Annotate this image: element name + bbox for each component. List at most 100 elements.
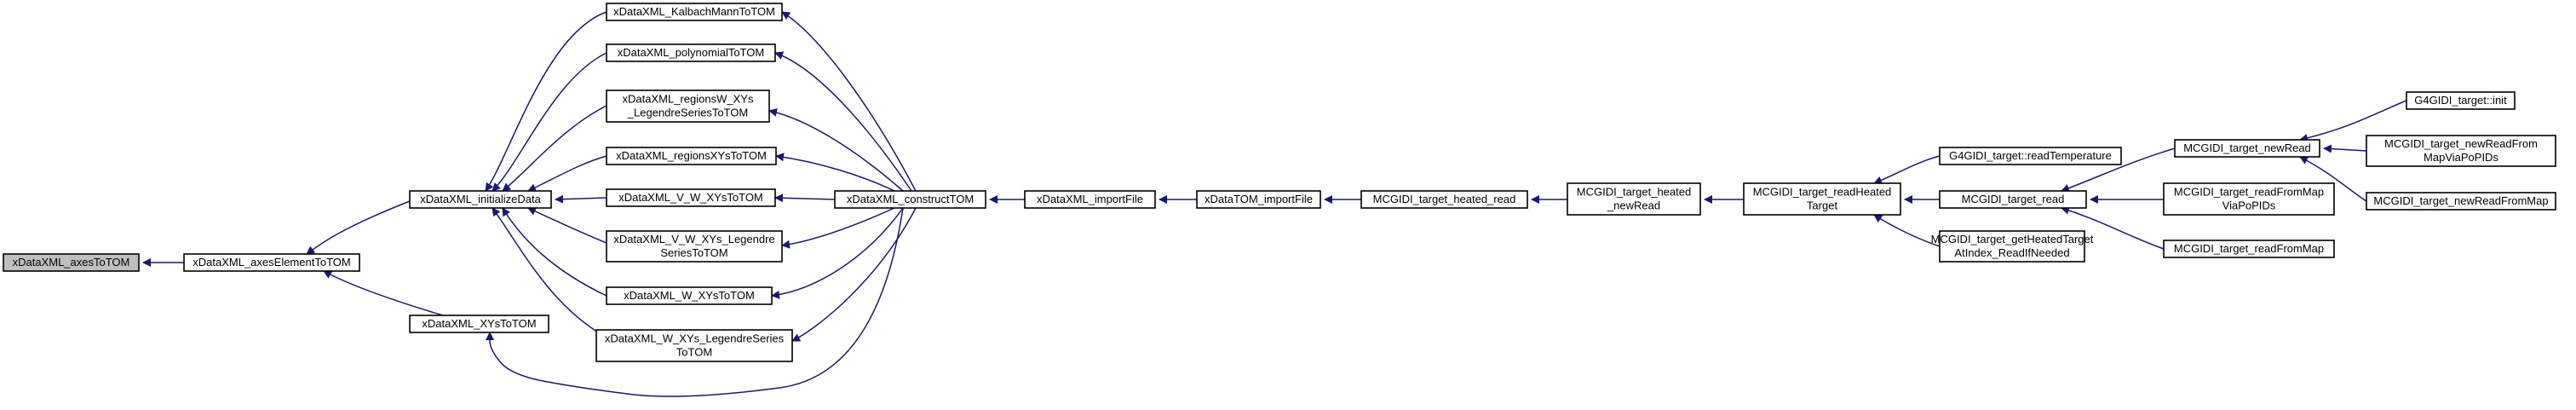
node-g4gidi-target-init[interactable]: G4GIDI_target::init: [2406, 91, 2516, 110]
edge-n18-to-n17: [1873, 155, 1941, 185]
node-box: [606, 188, 776, 207]
node-label: xDataXML_XYsToTOM: [422, 317, 536, 330]
node-xdataxml-xystotom[interactable]: xDataXML_XYsToTOM: [409, 315, 549, 333]
node-xdataxml-axestotom[interactable]: xDataXML_axesToTOM: [3, 253, 140, 272]
node-box: [183, 253, 360, 272]
node-xdataxml-kalbachmanntotom[interactable]: xDataXML_KalbachMannToTOM: [606, 3, 783, 21]
node-xdataxml-w-xystotom[interactable]: xDataXML_W_XYsToTOM: [606, 286, 773, 305]
node-label: _LegendreSeriesToTOM: [627, 107, 748, 119]
node-xdataxml-v-w-xystotom[interactable]: xDataXML_V_W_XYsToTOM: [606, 188, 776, 207]
node-label: MCGIDI_target_read: [1962, 193, 2065, 205]
node-box: [1567, 182, 1701, 216]
node-box: [2163, 240, 2335, 258]
node-box: [1939, 230, 2085, 263]
node-label: xDataXML_KalbachMannToTOM: [613, 5, 775, 18]
node-label: G4GIDI_target::readTemperature: [1949, 149, 2112, 162]
edge-n3-to-n1: [323, 270, 444, 316]
edge-n6-to-n2: [502, 105, 607, 192]
node-label: xDataTOM_importFile: [1205, 193, 1313, 205]
node-box: [2366, 135, 2556, 167]
node-label: xDataXML_V_W_XYsToTOM: [618, 191, 763, 204]
node-mcgidi-target-heated-read[interactable]: MCGIDI_target_heated_read: [1360, 190, 1528, 209]
edge-n8-to-n2: [555, 194, 607, 204]
node-xdataxml-w-xys-legendreseriestotom[interactable]: xDataXML_W_XYs_LegendreSeriesToTOM: [595, 329, 793, 362]
node-label: xDataXML_W_XYs_LegendreSeries: [605, 332, 785, 345]
node-label: SeriesToTOM: [660, 246, 727, 259]
node-box: [1360, 190, 1528, 209]
edge-n9-to-n2: [527, 207, 607, 244]
node-label: MCGIDI_target_getHeatedTarget: [1931, 233, 2094, 245]
node-box: [606, 90, 770, 123]
node-box: [606, 286, 773, 305]
edge-n12-to-n5: [774, 51, 912, 192]
edge-n12-to-n10: [771, 207, 904, 299]
node-label: xDataXML_V_W_XYs_Legendre: [613, 233, 774, 245]
node-box: [606, 147, 777, 165]
node-xdataxml-constructtom[interactable]: xDataXML_constructTOM: [834, 190, 986, 209]
node-label: xDataXML_initializeData: [420, 193, 541, 205]
node-xdataxml-regionsxystotom[interactable]: xDataXML_regionsXYsToTOM: [606, 147, 777, 165]
node-g4gidi-target-readtemperature[interactable]: G4GIDI_target::readTemperature: [1939, 147, 2122, 165]
node-label: AtIndex_ReadIfNeeded: [1954, 246, 2069, 259]
node-xdataxml-v-w-xys-legendreseriestotom[interactable]: xDataXML_V_W_XYs_LegendreSeriesToTOM: [606, 230, 783, 263]
edge-n5-to-n2: [492, 52, 607, 192]
node-box: [409, 315, 549, 333]
node-label: xDataXML_regionsW_XYs: [623, 93, 754, 106]
node-xdatatom-importfile[interactable]: xDataTOM_importFile: [1196, 190, 1321, 209]
node-xdataxml-polynomialtotom[interactable]: xDataXML_polynomialToTOM: [606, 43, 776, 62]
node-label: Target: [1807, 199, 1838, 212]
edge-n12-to-n9: [781, 207, 895, 249]
node-mcgidi-target-readfrommap[interactable]: MCGIDI_target_readFromMap: [2163, 240, 2335, 258]
edge-n10-to-n2: [502, 207, 607, 297]
node-mcgidi-target-read[interactable]: MCGIDI_target_read: [1939, 190, 2087, 209]
node-label: ViaPoPIDs: [2222, 199, 2276, 212]
node-mcgidi-target-getheatedtargetatindex-readifneeded[interactable]: MCGIDI_target_getHeatedTargetAtIndex_Rea…: [1931, 230, 2094, 263]
node-box: [606, 43, 776, 62]
node-label: xDataXML_W_XYsToTOM: [624, 289, 755, 302]
node-label: MCGIDI_target_readFromMap: [2174, 186, 2324, 199]
node-box: [2163, 182, 2335, 216]
node-label: xDataXML_regionsXYsToTOM: [616, 149, 767, 162]
node-label: MCGIDI_target_newReadFromMap: [2373, 194, 2548, 207]
node-label: xDataXML_axesToTOM: [13, 256, 130, 269]
node-label: xDataXML_importFile: [1037, 193, 1143, 205]
node-label: MCGIDI_target_newRead: [2183, 141, 2311, 154]
node-xdataxml-importfile[interactable]: xDataXML_importFile: [1024, 190, 1156, 209]
edge-n25-to-n21: [2323, 144, 2367, 153]
node-label: xDataXML_axesElementToTOM: [193, 256, 350, 269]
node-box: [1939, 147, 2122, 165]
edge-n2-to-n1: [306, 200, 411, 255]
node-mcgidi-target-newreadfrommap[interactable]: MCGIDI_target_newReadFromMap: [2366, 192, 2556, 211]
node-mcgidi-target-heated-newread[interactable]: MCGIDI_target_heated_newRead: [1567, 182, 1701, 216]
edge-n26-to-n21: [2299, 156, 2367, 202]
node-mcgidi-target-newread[interactable]: MCGIDI_target_newRead: [2174, 139, 2320, 158]
node-box: [3, 253, 140, 272]
node-box: [1743, 182, 1901, 216]
node-box: [606, 230, 783, 263]
edge-n24-to-n21: [2299, 100, 2407, 142]
node-box: [1939, 190, 2087, 209]
node-label: G4GIDI_target::init: [2414, 94, 2507, 107]
node-xdataxml-initializedata[interactable]: xDataXML_initializeData: [409, 190, 552, 209]
edge-n12-to-n4: [781, 11, 917, 192]
edge-n12-to-n8: [774, 193, 836, 203]
edge-n12-to-n6: [768, 107, 904, 192]
edge-n4-to-n2: [485, 11, 607, 192]
node-box: [1196, 190, 1321, 209]
node-xdataxml-regionsw-xys-legendreseriestotom[interactable]: xDataXML_regionsW_XYs_LegendreSeriesToTO…: [606, 90, 770, 123]
node-xdataxml-axeselementtotom[interactable]: xDataXML_axesElementToTOM: [183, 253, 360, 272]
node-label: _newRead: [1607, 199, 1660, 212]
node-box: [2406, 91, 2516, 110]
node-box: [606, 3, 783, 21]
node-label: MCGIDI_target_heated_read: [1373, 193, 1516, 205]
edge-n12-to-n7: [775, 153, 895, 192]
node-box: [1024, 190, 1156, 209]
edge-n12-to-n3: [486, 207, 904, 397]
edge-n7-to-n2: [527, 155, 607, 192]
node-label: MapViaPoPIDs: [2424, 151, 2498, 164]
node-box: [2366, 192, 2556, 211]
